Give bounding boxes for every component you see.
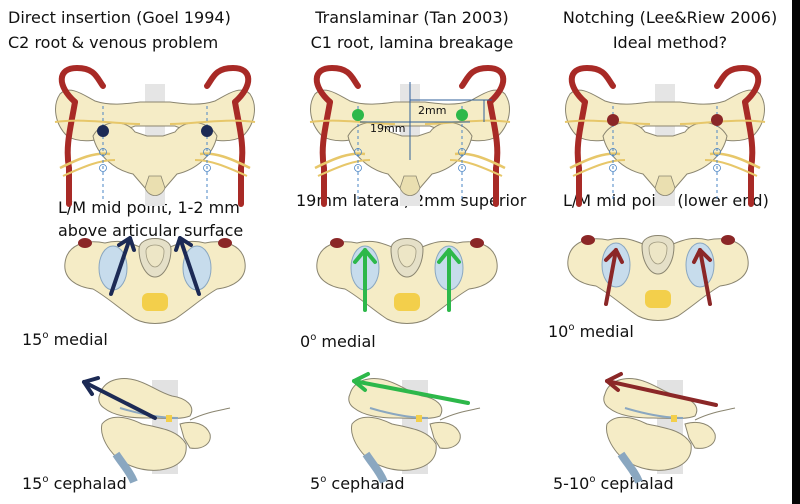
col1-medial-label: 15o medial bbox=[22, 330, 108, 349]
col1-entry-left bbox=[97, 125, 109, 137]
col1-entry-right bbox=[201, 125, 213, 137]
col3-posterior-view bbox=[565, 68, 765, 206]
col1-posterior-view bbox=[55, 68, 255, 206]
col1-lateral-view bbox=[99, 379, 230, 482]
col2-medial-label: 0o medial bbox=[300, 332, 376, 351]
col2-cephalad-arrow bbox=[352, 372, 470, 405]
col3-cephalad-label: 5-10o cephalad bbox=[553, 474, 674, 493]
col1-cephalad-arrow bbox=[82, 376, 157, 420]
col1-axial-view bbox=[64, 237, 246, 324]
col2-axial-view bbox=[316, 237, 498, 324]
col1-title: Direct insertion (Goel 1994) bbox=[8, 8, 231, 27]
col3-axial-view bbox=[567, 234, 749, 321]
col2-entry-left bbox=[352, 109, 364, 121]
col3-subtitle: Ideal method? bbox=[612, 33, 728, 52]
measure-19mm-label: 19mm bbox=[370, 122, 405, 135]
col3-title: Notching (Lee&Riew 2006) bbox=[562, 8, 778, 27]
col1-entry-line2: above articular surface bbox=[58, 221, 244, 240]
col1-subtitle: C2 root & venous problem bbox=[8, 33, 219, 52]
col1-medial-arrows bbox=[109, 236, 201, 296]
col2-subtitle: C1 root, lamina breakage bbox=[310, 33, 514, 52]
col1-cephalad-label: 15o cephalad bbox=[22, 474, 127, 493]
measure-2mm-label: 2mm bbox=[418, 104, 446, 117]
col3-medial-arrows bbox=[604, 248, 712, 306]
col2-medial-arrows bbox=[353, 248, 461, 312]
col2-entry-right bbox=[456, 109, 468, 121]
col1-entry-line1: L/M mid point, 1-2 mm bbox=[58, 198, 240, 217]
col3-cephalad-arrow bbox=[605, 372, 718, 407]
col3-entry-left bbox=[607, 114, 619, 126]
col2-title: Translaminar (Tan 2003) bbox=[315, 8, 509, 27]
col3-entry-right bbox=[711, 114, 723, 126]
right-border bbox=[792, 0, 800, 504]
col3-medial-label: 10o medial bbox=[548, 322, 634, 341]
